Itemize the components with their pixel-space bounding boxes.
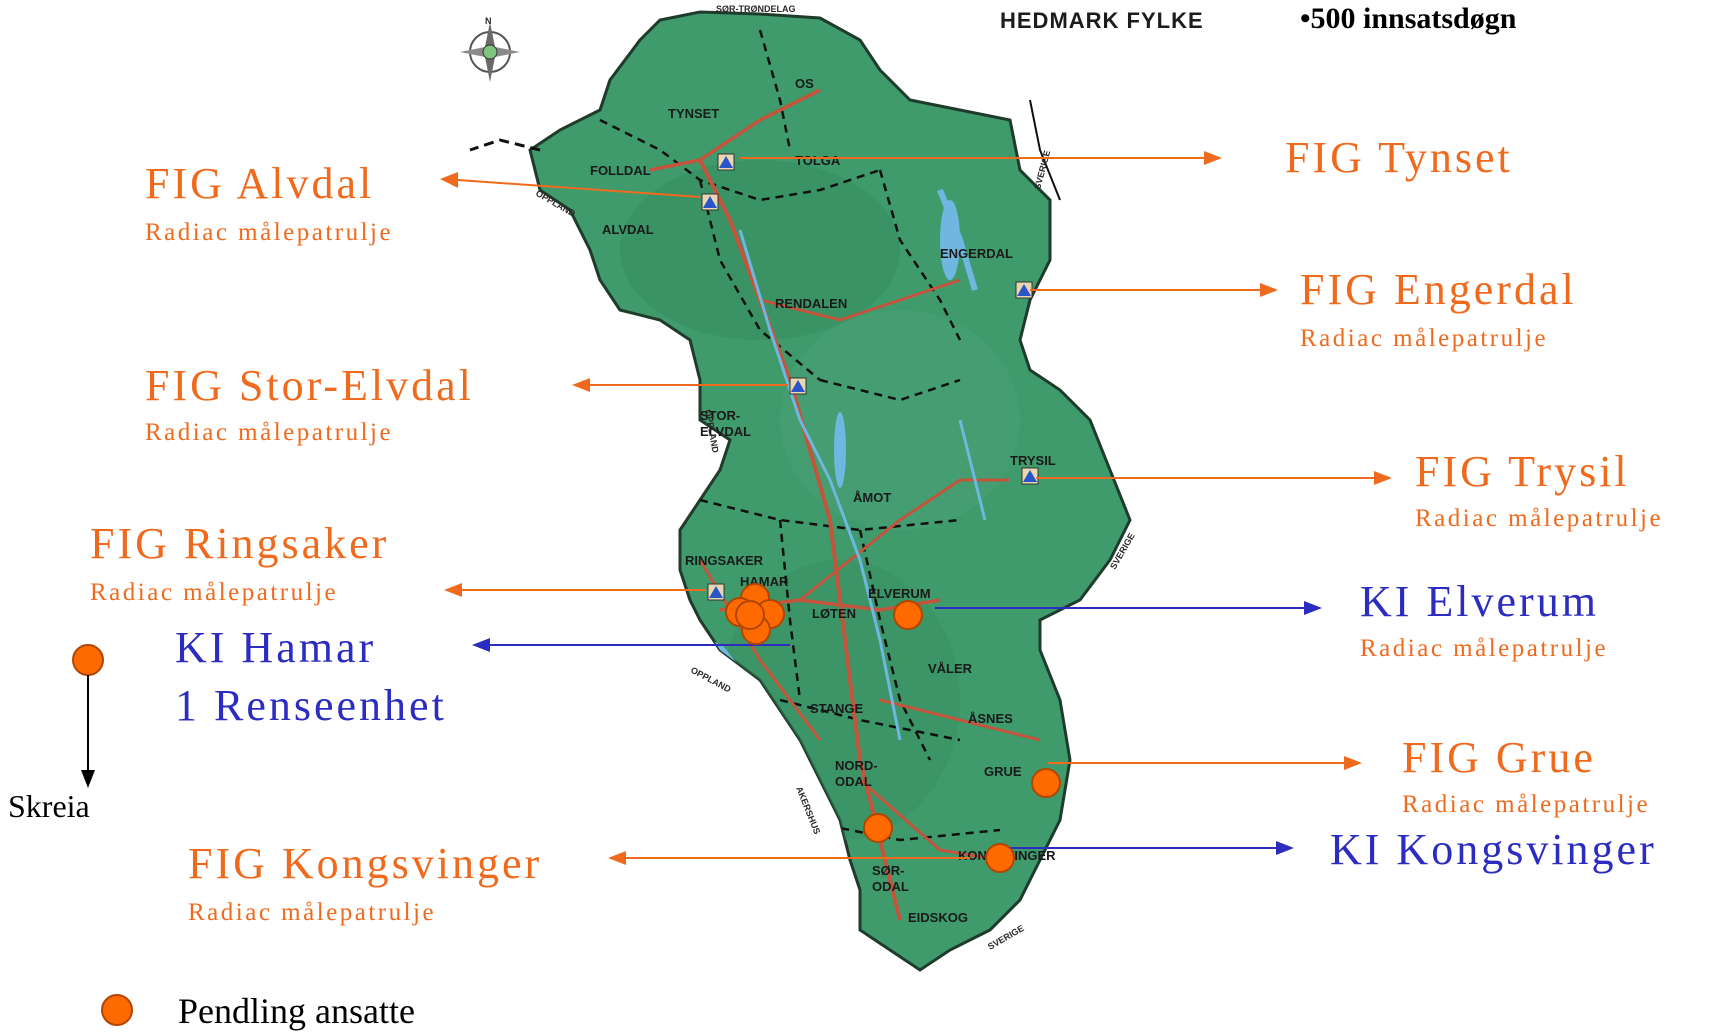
muni-stor-elvdal-1: STOR-	[700, 408, 740, 423]
muni-tolga: TOLGA	[795, 153, 841, 168]
muni-valer: VÅLER	[928, 661, 973, 676]
muni-nord-odal-2: ODAL	[835, 774, 872, 789]
muni-nord-odal-1: NORD-	[835, 758, 878, 773]
muni-engerdal: ENGERDAL	[940, 246, 1013, 261]
label-fig-kongsvinger: FIG Kongsvinger	[188, 839, 543, 888]
marker-stor-elvdal-icon	[789, 377, 807, 395]
label-skreia: Skreia	[8, 788, 90, 824]
compass-north-letter: N	[485, 16, 492, 26]
marker-trysil-icon	[1021, 467, 1039, 485]
connector-arrows	[440, 151, 1392, 865]
top-note: •500 innsatsdøgn	[1300, 2, 1517, 35]
neighbor-sor-trondelag: SØR-TRØNDELAG	[716, 4, 796, 14]
muni-alvdal: ALVDAL	[602, 222, 654, 237]
marker-ringsaker-icon	[707, 583, 725, 601]
neighbor-oppland-lower: OPPLAND	[689, 665, 733, 695]
marker-tynset-icon	[717, 153, 735, 171]
muni-stange: STANGE	[810, 701, 864, 716]
label-fig-grue: FIG Grue	[1402, 733, 1596, 782]
label-fig-alvdal: FIG Alvdal	[145, 159, 375, 208]
marker-engerdal-icon	[1015, 281, 1033, 299]
label-ki-elverum: KI Elverum	[1360, 577, 1599, 626]
label-fig-trysil: FIG Trysil	[1415, 447, 1630, 496]
label-ki-hamar-sub: 1 Renseenhet	[175, 681, 447, 730]
muni-os: OS	[795, 76, 814, 91]
label-ki-kongsvinger: KI Kongsvinger	[1330, 825, 1657, 874]
label-fig-trysil-sub: Radiac målepatrulje	[1415, 505, 1664, 532]
label-fig-grue-sub: Radiac målepatrulje	[1402, 791, 1651, 818]
muni-asnes: ÅSNES	[968, 711, 1013, 726]
muni-sor-odal-1: SØR-	[872, 863, 905, 878]
label-fig-ringsaker-sub: Radiac målepatrulje	[90, 579, 339, 606]
neighbor-akershus: AKERSHUS	[794, 785, 822, 836]
commuter-markers	[725, 583, 1061, 873]
muni-elverum: ELVERUM	[868, 586, 931, 601]
muni-loten: LØTEN	[812, 606, 856, 621]
muni-tynset: TYNSET	[668, 106, 719, 121]
muni-rendalen: RENDALEN	[775, 296, 847, 311]
neighbor-sverige-upper: SVERIGE	[1032, 149, 1052, 190]
muni-folldal: FOLLDAL	[590, 163, 651, 178]
muni-trysil: TRYSIL	[1010, 453, 1056, 468]
compass-rose-icon: N	[460, 16, 520, 82]
muni-ringsaker: RINGSAKER	[685, 553, 764, 568]
legend-label: Pendling ansatte	[178, 991, 415, 1031]
muni-stor-elvdal-2: ELVDAL	[700, 424, 751, 439]
label-fig-engerdal: FIG Engerdal	[1300, 265, 1577, 314]
label-ki-hamar: KI Hamar	[175, 623, 377, 672]
label-fig-engerdal-sub: Radiac målepatrulje	[1300, 325, 1549, 352]
muni-grue: GRUE	[984, 764, 1022, 779]
label-fig-alvdal-sub: Radiac målepatrulje	[145, 219, 394, 246]
label-fig-tynset: FIG Tynset	[1285, 133, 1513, 182]
legend-dot-icon	[101, 994, 133, 1026]
marker-alvdal-icon	[701, 193, 719, 211]
label-fig-stor-elvdal-sub: Radiac målepatrulje	[145, 419, 394, 446]
muni-amot: ÅMOT	[853, 490, 891, 505]
label-fig-stor-elvdal: FIG Stor-Elvdal	[145, 361, 474, 410]
label-fig-ringsaker: FIG Ringsaker	[90, 519, 390, 568]
label-fig-kongsvinger-sub: Radiac målepatrulje	[188, 899, 437, 926]
skreia-marker	[72, 644, 104, 788]
muni-eidskog: EIDSKOG	[908, 910, 968, 925]
map-header-title: HEDMARK FYLKE	[1000, 8, 1204, 33]
muni-sor-odal-2: ODAL	[872, 879, 909, 894]
label-ki-elverum-sub: Radiac målepatrulje	[1360, 635, 1609, 662]
station-markers	[701, 153, 1039, 601]
